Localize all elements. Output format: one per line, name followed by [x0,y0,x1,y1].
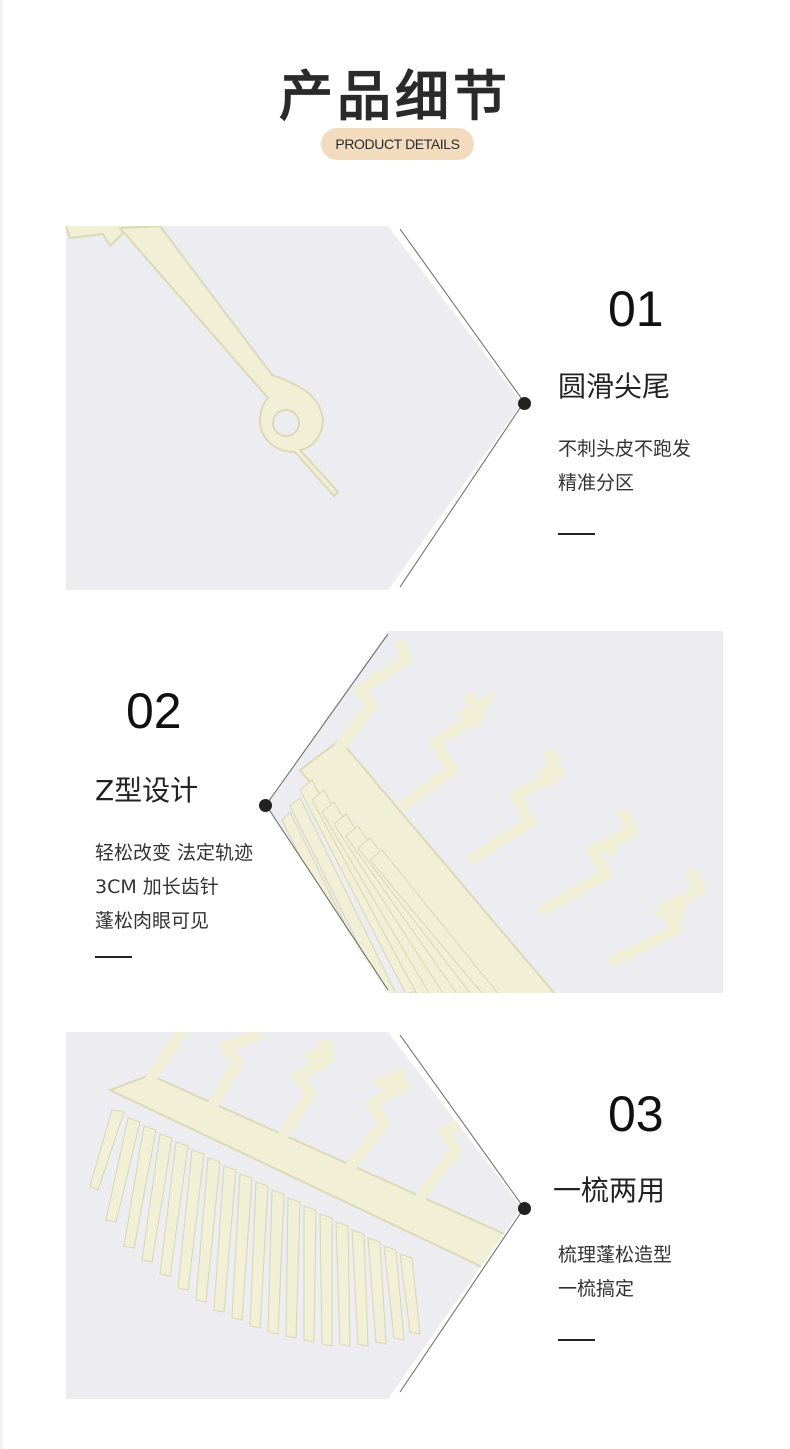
detail-line: 精准分区 [558,472,635,494]
detail-line: 一梳搞定 [558,1278,635,1300]
detail-divider-3 [558,1339,595,1341]
detail-number-2: 02 [126,683,182,739]
detail-number-1: 01 [608,281,664,337]
page-title: 产品细节 [279,65,511,128]
detail-divider-1 [558,533,595,535]
detail-number-3: 03 [608,1086,664,1142]
detail-desc-2: 轻松改变 法定轨迹 3CM 加长齿针 蓬松肉眼可见 [95,836,253,938]
detail-heading-2: Z型设计 [95,774,199,807]
photo-two-in-one [66,1032,522,1399]
detail-line: 蓬松肉眼可见 [95,910,210,932]
detail-heading-3: 一梳两用 [553,1174,666,1207]
detail-line: 3CM 加长齿针 [95,876,219,898]
photo-tail-tip [66,226,522,590]
pointer-dot-1 [518,397,531,410]
pointer-dot-2 [259,799,272,812]
subtitle-badge: PRODUCT DETAILS [321,128,474,160]
detail-divider-2 [95,956,132,958]
detail-line: 轻松改变 法定轨迹 [95,842,254,864]
pointer-dot-3 [518,1202,531,1215]
detail-desc-3: 梳理蓬松造型 一梳搞定 [558,1238,672,1306]
detail-heading-1: 圆滑尖尾 [558,370,671,403]
detail-line: 梳理蓬松造型 [558,1244,673,1266]
detail-line: 不刺头皮不跑发 [558,438,692,460]
detail-desc-1: 不刺头皮不跑发 精准分区 [558,432,691,500]
page-edge-rule [0,0,3,1449]
photo-z-design [266,631,723,993]
